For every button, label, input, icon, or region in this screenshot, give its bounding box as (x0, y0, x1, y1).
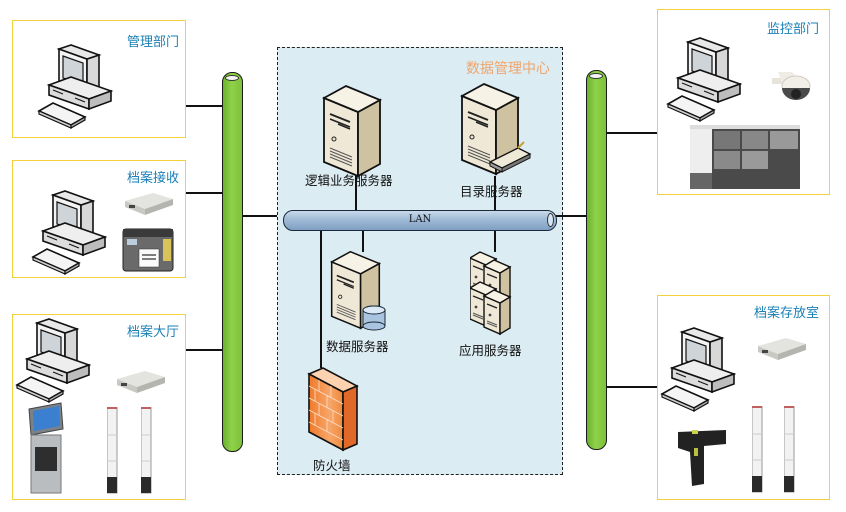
connector-directory-server-lan (494, 176, 496, 212)
label-directory-server: 目录服务器 (460, 184, 523, 199)
security-gate-icon (107, 407, 118, 494)
desktop-computer-icon (38, 44, 112, 129)
lan-bus: LAN (283, 210, 557, 231)
zone-management: 管理部门 (12, 20, 186, 138)
connector-data-server-lan (362, 230, 364, 252)
server-tower-icon (323, 85, 381, 177)
security-gate-icon (784, 406, 795, 493)
connector-receive-backbone (186, 192, 222, 194)
desktop-computer-icon (32, 190, 106, 275)
zone-monitoring: 监控部门 (657, 9, 830, 195)
label-logic-server: 逻辑业务服务器 (305, 173, 393, 188)
connector-left-backbone-lan (243, 215, 285, 217)
zone-title-management: 管理部门 (126, 35, 179, 50)
connector-firewall-lan (320, 230, 322, 368)
rfid-reader-icon (117, 371, 165, 393)
connector-management-backbone (186, 105, 222, 107)
server-with-book-icon (461, 83, 532, 175)
zone-archive-receive: 档案接收 (12, 160, 186, 278)
connector-logic-server-lan (355, 150, 357, 212)
firewall-brick-wall-icon (307, 367, 359, 452)
security-gate-icon (141, 407, 152, 494)
connector-hall-backbone (186, 349, 222, 351)
server-cluster-icon (470, 251, 511, 335)
lan-label: LAN (408, 214, 432, 225)
left-backbone-pipe (222, 72, 243, 452)
rfid-reader-icon (125, 193, 173, 215)
label-printer-icon (122, 228, 174, 272)
rfid-reader-icon (758, 338, 806, 360)
desktop-computer-icon (16, 318, 90, 403)
server-with-database-icon (330, 250, 386, 331)
data-center-title: 数据管理中心 (466, 61, 550, 77)
zone-title-archive-hall: 档案大厅 (126, 325, 179, 340)
desktop-computer-icon (661, 327, 735, 412)
security-gate-icon (752, 406, 763, 493)
right-backbone-pipe (586, 70, 607, 450)
self-service-kiosk-icon (28, 402, 64, 494)
video-monitor-screen-icon (690, 125, 800, 189)
label-firewall: 防火墙 (313, 458, 351, 473)
connector-backbone-monitoring (607, 132, 657, 134)
connector-app-server-lan (494, 230, 496, 252)
zone-title-archive-receive: 档案接收 (126, 171, 179, 186)
handheld-scanner-icon (678, 430, 726, 486)
connector-backbone-storage (607, 386, 657, 388)
connector-lan-right-backbone (556, 215, 586, 217)
zone-title-archive-storage: 档案存放室 (753, 306, 819, 321)
label-app-server: 应用服务器 (459, 343, 522, 358)
zone-archive-hall: 档案大厅 (12, 314, 186, 500)
dome-camera-icon (772, 72, 811, 100)
label-data-server: 数据服务器 (326, 339, 389, 354)
zone-title-monitoring: 监控部门 (766, 22, 819, 37)
desktop-computer-icon (667, 37, 741, 122)
zone-archive-storage: 档案存放室 (657, 295, 830, 500)
